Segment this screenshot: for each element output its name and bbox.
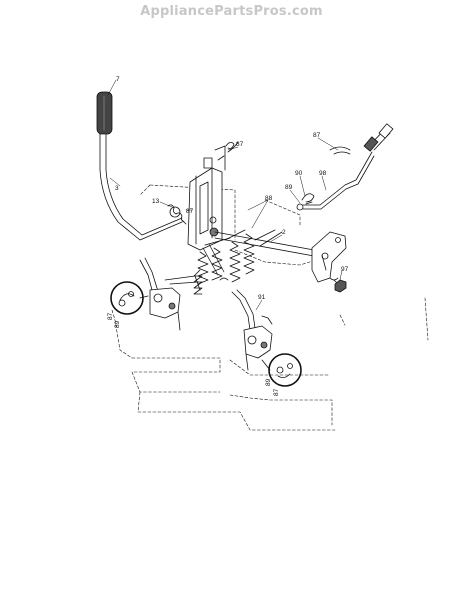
lift-springs — [193, 229, 255, 295]
hairpin-clip — [301, 193, 315, 205]
lift-shaft — [214, 229, 326, 259]
callout-98: 98 — [319, 170, 327, 177]
mounting-bracket — [187, 145, 226, 251]
right-lift-bracket — [311, 231, 347, 287]
callout-87c: 87 — [313, 132, 321, 139]
detail-circle-right — [261, 353, 302, 387]
left-lift-arm — [139, 257, 201, 331]
callout-91: 91 — [258, 294, 266, 301]
callout-3: 3 — [115, 185, 119, 192]
callout-87e: 87 — [273, 388, 280, 396]
callout-97: 97 — [341, 266, 349, 273]
callout-87d: 87 — [107, 312, 114, 320]
callout-89c: 89 — [265, 378, 272, 386]
rear-rod-98 — [296, 123, 394, 211]
callout-87a: 87 — [186, 208, 194, 215]
callout-labels: 7 3 13 87 87 88 2 87 90 89 98 97 91 87 8… — [107, 76, 349, 396]
bolt-97 — [334, 279, 347, 293]
callout-87b: 87 — [236, 141, 244, 148]
callout-7: 7 — [116, 76, 120, 83]
callout-89b: 89 — [114, 320, 121, 328]
leader-lines — [107, 79, 343, 311]
callout-88: 88 — [265, 195, 273, 202]
lift-handle-lever — [96, 91, 183, 241]
callout-89a: 89 — [285, 184, 293, 191]
callout-2: 2 — [282, 229, 286, 236]
detail-circle-left — [110, 281, 149, 315]
right-lift-arm — [231, 289, 273, 371]
cotter-pin-top — [225, 141, 239, 153]
callout-90: 90 — [295, 170, 303, 177]
handle-spring — [167, 204, 187, 225]
cotter-pin-rear — [329, 146, 351, 155]
watermark-text: AppliancePartsPros.com — [140, 4, 323, 19]
callout-13: 13 — [152, 198, 160, 205]
